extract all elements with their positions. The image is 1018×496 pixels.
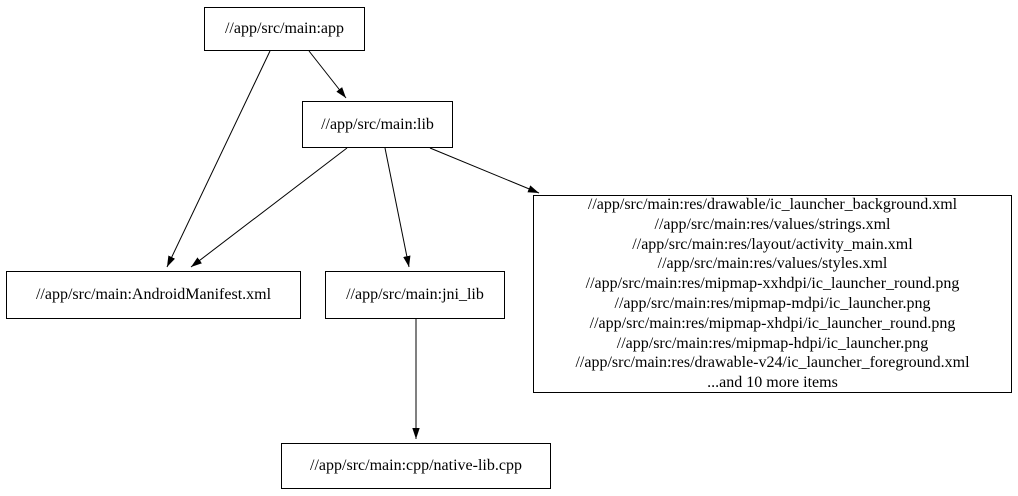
node-native-lib-cpp: //app/src/main:cpp/native-lib.cpp <box>281 443 551 489</box>
node-app-label: //app/src/main:app <box>224 20 345 38</box>
node-lib-label: //app/src/main:lib <box>321 115 434 133</box>
edge-lib-to-res-group <box>429 147 540 194</box>
node-app: //app/src/main:app <box>204 7 365 51</box>
edge-lib-to-jni-lib <box>384 147 411 268</box>
node-native-lib-cpp-label: //app/src/main:cpp/native-lib.cpp <box>310 457 522 475</box>
res-group-line: //app/src/main:res/values/strings.xml <box>654 215 891 233</box>
edge-app-to-manifest <box>166 50 271 268</box>
res-group-more-items: ...and 10 more items <box>707 374 838 392</box>
edge-app-to-lib <box>308 50 347 99</box>
res-group-line: //app/src/main:res/mipmap-xxhdpi/ic_laun… <box>585 275 960 293</box>
res-group-line: //app/src/main:res/drawable-v24/ic_launc… <box>575 354 970 372</box>
edge-lib-to-manifest <box>190 147 348 268</box>
node-res-group: //app/src/main:res/drawable/ic_launcher_… <box>533 195 1012 393</box>
res-group-line: //app/src/main:res/mipmap-mdpi/ic_launch… <box>614 295 931 312</box>
res-group-line: //app/src/main:res/mipmap-hdpi/ic_launch… <box>616 334 929 352</box>
res-group-line: //app/src/main:res/mipmap-xhdpi/ic_launc… <box>589 314 956 332</box>
res-group-line: //app/src/main:res/drawable/ic_launcher_… <box>587 196 958 214</box>
node-lib: //app/src/main:lib <box>302 101 453 148</box>
res-group-line: //app/src/main:res/values/styles.xml <box>657 255 888 273</box>
res-group-line: //app/src/main:res/layout/activity_main.… <box>632 235 913 253</box>
node-jni-lib: //app/src/main:jni_lib <box>325 271 505 319</box>
node-jni-lib-label: //app/src/main:jni_lib <box>346 286 484 304</box>
node-android-manifest: //app/src/main:AndroidManifest.xml <box>6 271 301 319</box>
node-android-manifest-label: //app/src/main:AndroidManifest.xml <box>35 286 272 304</box>
